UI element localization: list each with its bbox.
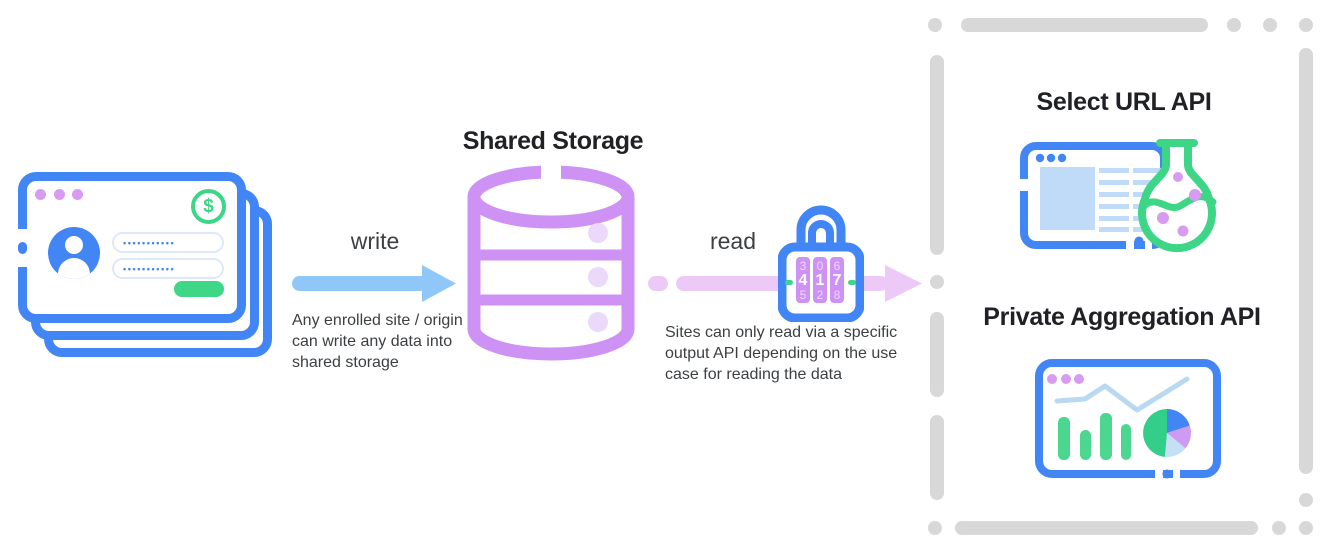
currency-symbol: $ [203, 195, 214, 217]
dial-digit-above: 6 [833, 258, 841, 273]
password-mask: ••••••••••• [123, 263, 176, 274]
frame-dash [961, 18, 1208, 32]
password-field-2: ••••••••••• [112, 258, 224, 279]
write-description: Any enrolled site / origin can write any… [292, 312, 463, 371]
lock-dash-right [848, 280, 856, 285]
frame-dash [1299, 521, 1313, 535]
combination-lock-icon: 3 4 5 0 1 2 6 7 8 [778, 200, 864, 322]
dial-digit: 4 [798, 271, 808, 289]
write-label: write [350, 228, 400, 254]
avatar-head [65, 236, 83, 254]
dollar-icon: $ [191, 189, 226, 224]
frame-dash [928, 521, 942, 535]
select-url-api-title: Select URL API [1036, 88, 1212, 116]
shared-storage-title: Shared Storage [462, 127, 644, 155]
analytics-dashboard-icon [1035, 359, 1221, 481]
flask-icon [1138, 139, 1217, 253]
dial-digit: 7 [832, 271, 842, 289]
frame-dash [1299, 18, 1313, 32]
lock-dash-left [785, 280, 793, 285]
window-control-dot [35, 189, 46, 200]
frame-dash [1227, 18, 1241, 32]
dial-digit: 1 [815, 271, 825, 289]
browser-card-front: $ ••••••••••• ••••••••••• [18, 172, 246, 323]
database-icon [467, 165, 635, 361]
read-description: Sites can only read via a specific outpu… [665, 324, 898, 383]
avatar-shoulders [58, 258, 90, 279]
frame-dash [930, 55, 944, 255]
read-label: read [709, 228, 757, 254]
frame-dash [1299, 48, 1313, 474]
password-mask: ••••••••••• [123, 237, 176, 248]
private-aggregation-api-title: Private Aggregation API [983, 303, 1261, 331]
frame-dash [930, 275, 944, 289]
frame-dash [930, 312, 944, 397]
select-url-api-icon [1020, 135, 1225, 259]
enrolled-sites-illustration: $ ••••••••••• ••••••••••• [18, 172, 288, 372]
browser-window-icon [1020, 142, 1168, 249]
frame-dash [955, 521, 1258, 535]
password-field-1: ••••••••••• [112, 232, 224, 253]
window-control-dot [72, 189, 83, 200]
user-avatar-icon [48, 227, 100, 279]
dial-digit-above: 3 [799, 258, 807, 273]
window-control-dot [54, 189, 65, 200]
dial-digit-below: 8 [833, 287, 841, 302]
dial-digit-above: 0 [816, 258, 824, 273]
write-arrow-icon [292, 265, 456, 302]
frame-dash [930, 415, 944, 500]
frame-dash [1299, 493, 1313, 507]
submit-button-illustration [174, 281, 224, 297]
dial-digit-below: 5 [799, 287, 807, 302]
frame-dash [928, 18, 942, 32]
dial-digit-below: 2 [816, 287, 824, 302]
frame-dash [1263, 18, 1277, 32]
lock-dial-3: 6 7 8 [830, 257, 844, 303]
card-border-dot [18, 242, 27, 254]
lock-dial-2: 0 1 2 [813, 257, 827, 303]
frame-dash [1272, 521, 1286, 535]
lock-dial-1: 3 4 5 [796, 257, 810, 303]
